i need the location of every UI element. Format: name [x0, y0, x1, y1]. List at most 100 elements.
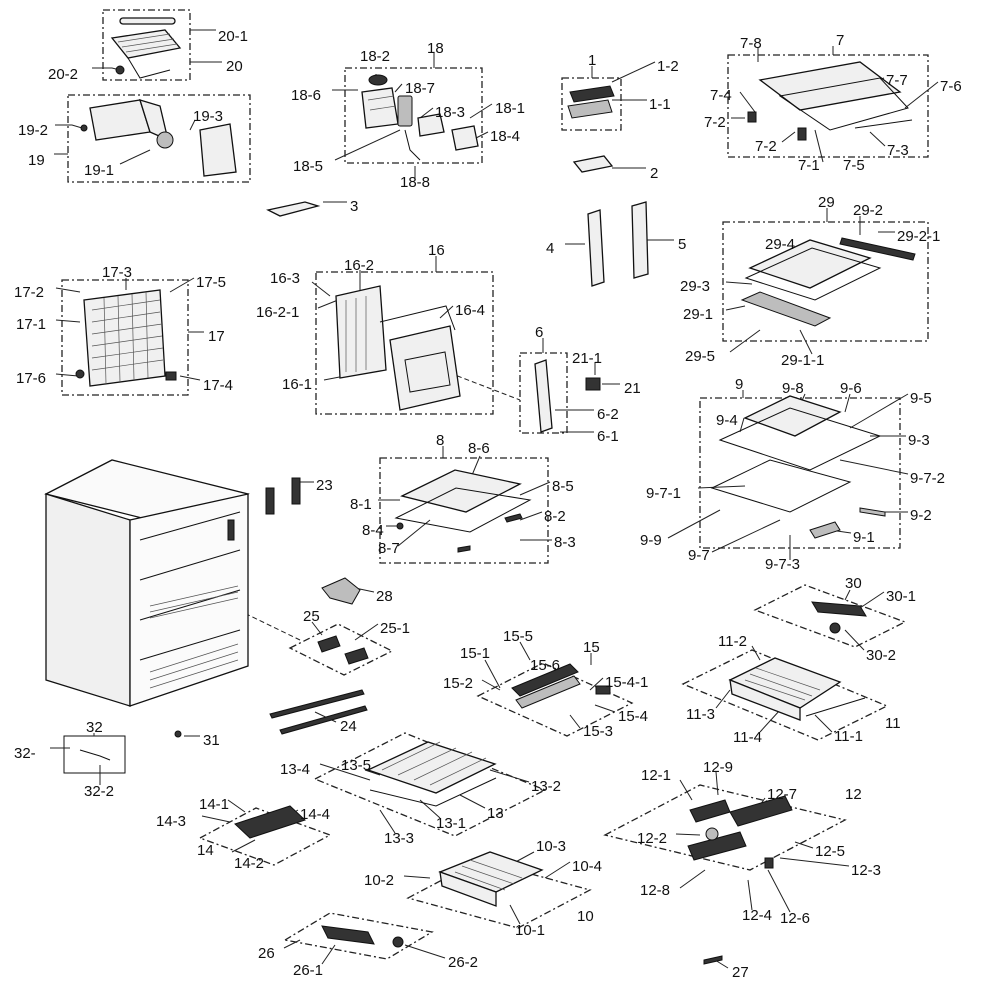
part-9-shelf [710, 395, 886, 539]
part-11-drawer [728, 657, 866, 721]
part-number-label: 7-8 [740, 35, 762, 52]
part-number-label: 6-2 [597, 406, 619, 423]
part-number-label: 1-1 [649, 96, 671, 113]
part-15-cover [511, 663, 611, 709]
part-number-label: 8-4 [362, 522, 384, 539]
part-number-label: 12-1 [641, 767, 671, 784]
part-number-label: 29-3 [680, 278, 710, 295]
part-32-wire [79, 749, 111, 761]
part-number-label: 7-7 [886, 72, 908, 89]
part-number-label: 15-4-1 [605, 674, 648, 691]
part-number-label: 30-1 [886, 588, 916, 605]
group-box-7 [727, 54, 929, 158]
part-number-label: 28 [376, 588, 393, 605]
part-number-label: 9-7-3 [765, 556, 800, 573]
part-26-cover [321, 925, 375, 945]
leader-lines [50, 29, 939, 969]
part-number-label: 9-9 [640, 532, 662, 549]
part-4-rail [587, 209, 605, 287]
part-number-label: 29 [818, 194, 835, 211]
part-number-label: 17-2 [14, 284, 44, 301]
part-number-label: 12-7 [767, 786, 797, 803]
part-8-shelf [394, 469, 532, 553]
part-number-label: 8-5 [552, 478, 574, 495]
part-number-label: 19 [28, 152, 45, 169]
part-16-cover [335, 285, 461, 411]
part-number-label: 13 [487, 805, 504, 822]
part-number-label: 18-2 [360, 48, 390, 65]
part-number-label: 9-7 [688, 547, 710, 564]
part-number-label: 9-2 [910, 507, 932, 524]
part-number-label: 15-5 [503, 628, 533, 645]
part-number-label: 18-6 [291, 87, 321, 104]
part-number-label: 17-1 [16, 316, 46, 333]
part-number-label: 29-2-1 [897, 228, 940, 245]
part-number-label: 26-2 [448, 954, 478, 971]
part-number-label: 26 [258, 945, 275, 962]
part-23-gasket [265, 487, 275, 515]
part-number-label: 12-4 [742, 907, 772, 924]
part-number-label: 17-5 [196, 274, 226, 291]
part-number-label: 3 [350, 198, 358, 215]
part-12-module [687, 795, 793, 869]
part-number-label: 9-5 [910, 390, 932, 407]
part-number-label: 9-8 [782, 380, 804, 397]
part-number-label: 32-2 [84, 783, 114, 800]
part-number-label: 9-7-1 [646, 485, 681, 502]
part-number-label: 9-7-2 [910, 470, 945, 487]
part-number-label: 4 [546, 240, 554, 257]
group-box-12 [603, 784, 847, 871]
part-number-label: 14-4 [300, 806, 330, 823]
part-number-label: 12-8 [640, 882, 670, 899]
part-number-label: 15-4 [618, 708, 648, 725]
part-number-label: 13-5 [341, 757, 371, 774]
part-number-label: 21-1 [572, 350, 602, 367]
part-number-label: 10-3 [536, 838, 566, 855]
part-25-bracket [344, 647, 369, 665]
group-box-11 [681, 649, 889, 741]
part-number-label: 7-2 [704, 114, 726, 131]
part-drawings [44, 17, 916, 965]
part-number-label: 20-1 [218, 28, 248, 45]
part-number-label: 7-1 [798, 157, 820, 174]
part-number-label: 18-3 [435, 104, 465, 121]
part-number-label: 12-3 [851, 862, 881, 879]
part-number-label: 14-1 [199, 796, 229, 813]
part-number-label: 9 [735, 376, 743, 393]
group-box-32 [63, 735, 126, 774]
group-box-19 [67, 94, 251, 183]
part-number-label: 8-2 [544, 508, 566, 525]
part-number-label: 30-2 [866, 647, 896, 664]
part-number-label: 9-4 [716, 412, 738, 429]
part-30-cover [811, 601, 867, 617]
part-10-drawer [438, 851, 544, 907]
part-2-panel [572, 155, 614, 173]
part-number-label: 19-1 [84, 162, 114, 179]
part-21-clip [585, 377, 601, 391]
part-17-evaporator [75, 289, 177, 387]
part-31-screw [174, 730, 182, 738]
part-28-bracket [321, 577, 361, 605]
part-number-label: 9-1 [853, 529, 875, 546]
part-number-label: 13-3 [384, 830, 414, 847]
part-number-label: 18-1 [495, 100, 525, 117]
part-7-shelf [747, 61, 913, 141]
part-24-rail [269, 689, 365, 719]
part-number-label: 32- [14, 745, 36, 762]
part-number-label: 13-2 [531, 778, 561, 795]
part-number-label: 5 [678, 236, 686, 253]
part-number-label: 19-3 [193, 108, 223, 125]
part-number-label: 12-9 [703, 759, 733, 776]
part-number-label: 24 [340, 718, 357, 735]
part-number-label: 7-5 [843, 157, 865, 174]
group-box-17 [61, 279, 189, 396]
part-25-bracket [317, 635, 341, 653]
part-number-label: 13-1 [436, 815, 466, 832]
part-1-control [567, 85, 615, 119]
part-number-label: 17-3 [102, 264, 132, 281]
part-number-label: 29-1-1 [781, 352, 824, 369]
group-box-25 [288, 623, 394, 676]
part-number-label: 1 [588, 52, 596, 69]
part-number-label: 19-2 [18, 122, 48, 139]
part-number-label: 21 [624, 380, 641, 397]
